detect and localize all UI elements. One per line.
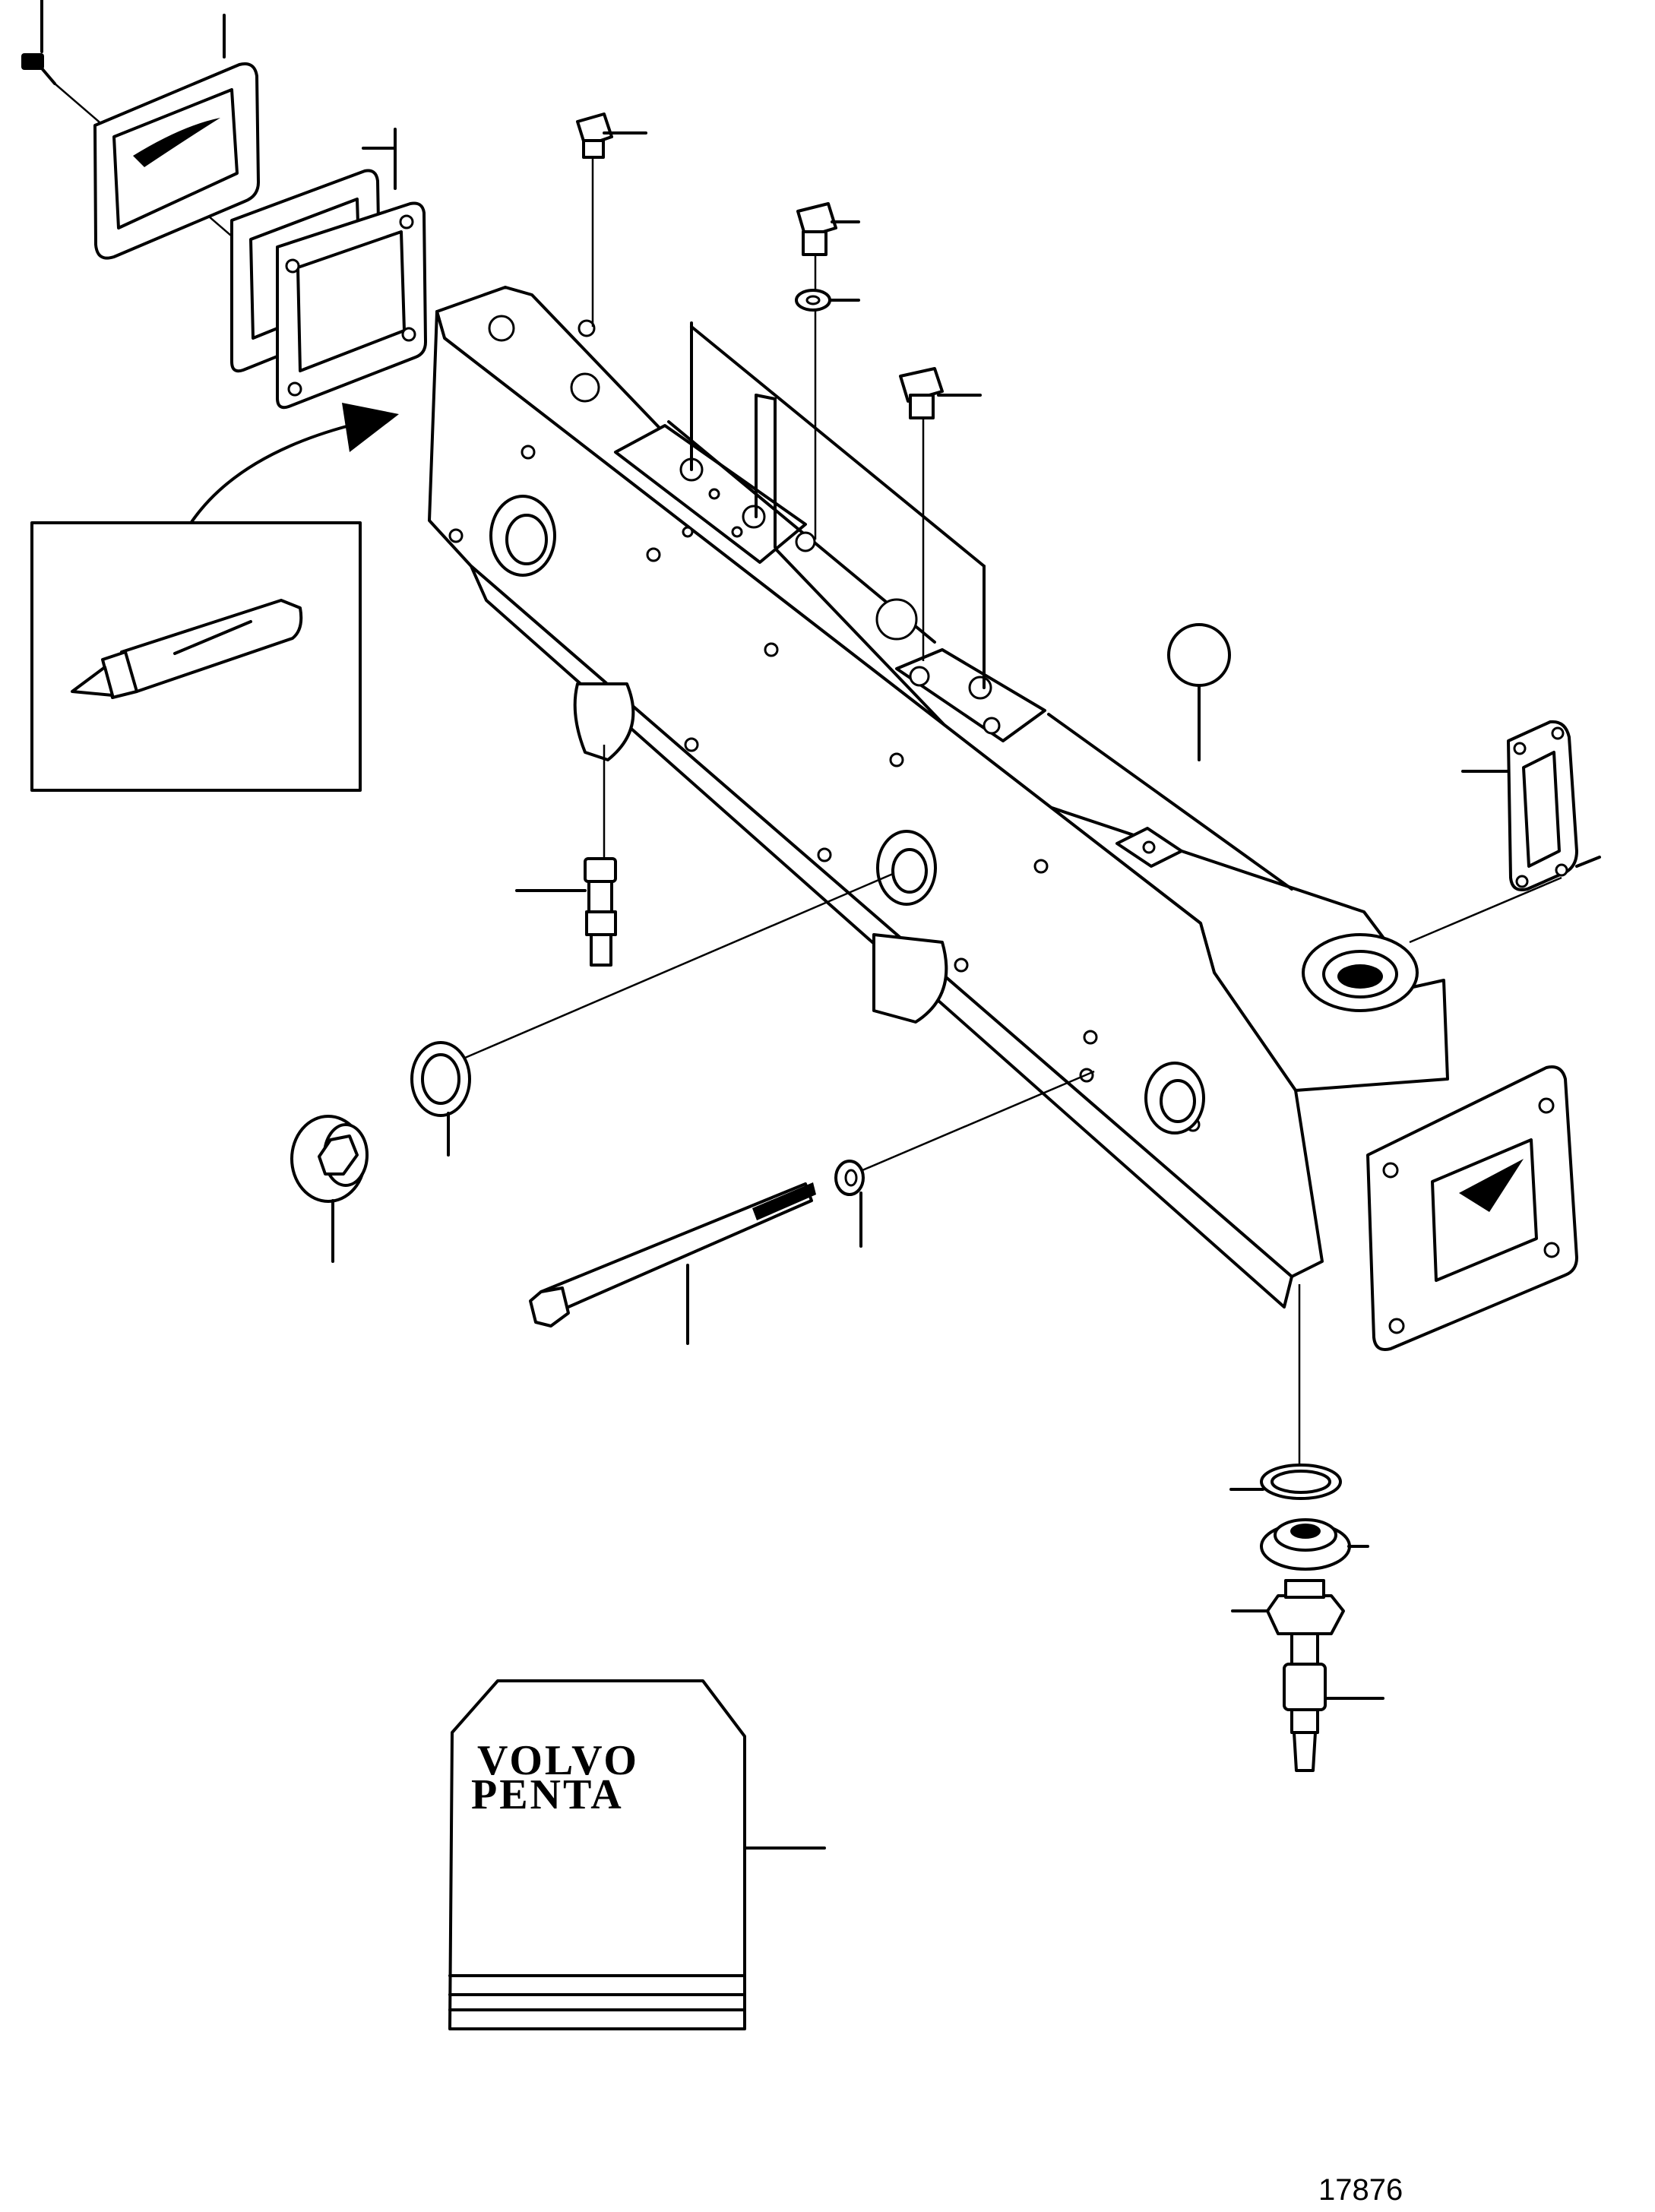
washer: [795, 289, 860, 312]
sealant-tube-icon: [71, 599, 303, 699]
o-ring: [1229, 1464, 1342, 1500]
long-bolt: [529, 1182, 816, 1345]
reference-bracket: [690, 321, 986, 689]
hex-nut: [1231, 1579, 1345, 1635]
brand-line-2: PENTA: [471, 1771, 624, 1818]
bottom-fitting-stack: [1229, 1284, 1384, 1772]
exhaust-manifold: [428, 286, 1578, 1351]
instruction-booklet: VOLVO PENTA: [448, 1679, 826, 2030]
sealant-callout: [30, 403, 399, 792]
side-plug: [290, 1115, 369, 1263]
outlet-flange: [1366, 1065, 1578, 1351]
cover-seal: [276, 201, 427, 410]
bolt-washer: [834, 1070, 1095, 1248]
cover-plate-assembly: [21, 0, 427, 410]
plug: [899, 367, 982, 661]
sealing-ring: [410, 872, 894, 1157]
hose-connector: [1283, 1632, 1384, 1772]
outlet-gasket: [1409, 720, 1601, 944]
plug: [576, 112, 647, 327]
reference-circle: [1167, 623, 1231, 761]
volvo-penta-logo: VOLVO PENTA: [471, 1737, 639, 1818]
side-port: [489, 495, 556, 577]
drain-fitting: [515, 745, 617, 967]
brand-line-1: VOLVO: [477, 1737, 639, 1784]
plug: [796, 202, 860, 540]
side-port: [1144, 1062, 1205, 1134]
side-port: [876, 830, 937, 906]
cover-plate: [93, 62, 260, 260]
figure-number: 17876: [1318, 2173, 1403, 2207]
cover-screw: [21, 53, 56, 85]
adapter-nut: [1260, 1518, 1369, 1571]
